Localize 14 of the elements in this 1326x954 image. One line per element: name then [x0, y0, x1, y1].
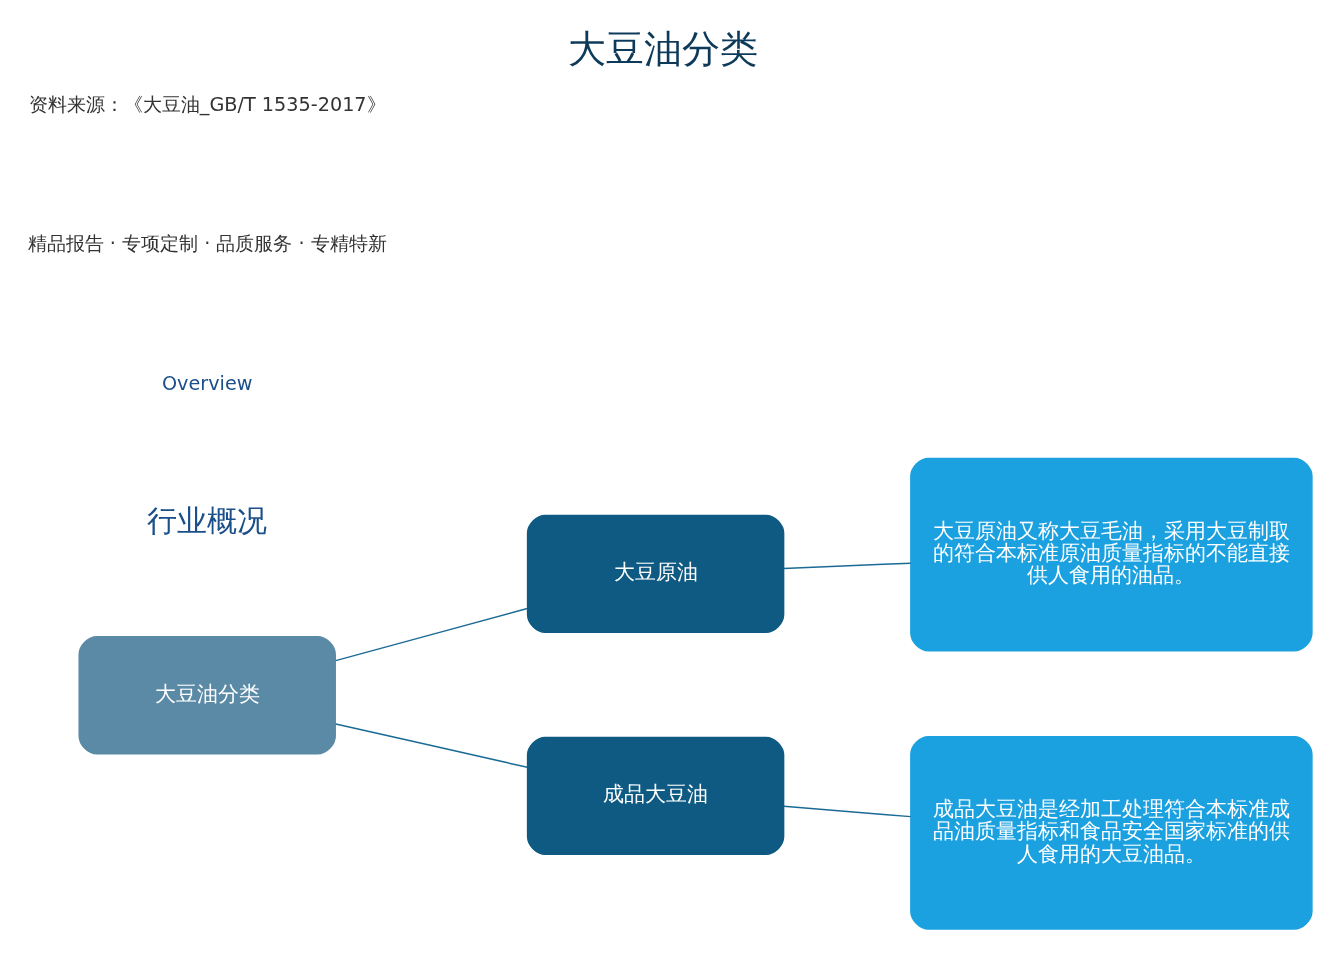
connector — [783, 805, 912, 818]
node-box: 大豆原油 — [526, 514, 785, 634]
label: 行业概况 — [147, 504, 268, 539]
diagram-title: 大豆油分类 — [568, 25, 758, 71]
connector — [335, 607, 529, 662]
connector — [335, 723, 529, 768]
node-box: 大豆原油又称大豆毛油，采用大豆制取的符合本标准原油质量指标的不能直接供人食用的油品。 — [910, 457, 1313, 652]
node-box: 大豆油分类 — [78, 636, 336, 755]
node-box: 成品大豆油是经加工处理符合本标准成品油质量指标和食品安全国家标准的供人食用的大豆油品。 — [910, 735, 1313, 930]
label: 资料来源：《大豆油_GB/T 1535-2017》 — [28, 93, 386, 117]
node-box: 成品大豆油 — [526, 736, 785, 856]
label: 精品报告 · 专项定制 · 品质服务 · 专精特新 — [27, 232, 387, 256]
connector — [783, 562, 912, 570]
label: Overview — [161, 371, 253, 395]
